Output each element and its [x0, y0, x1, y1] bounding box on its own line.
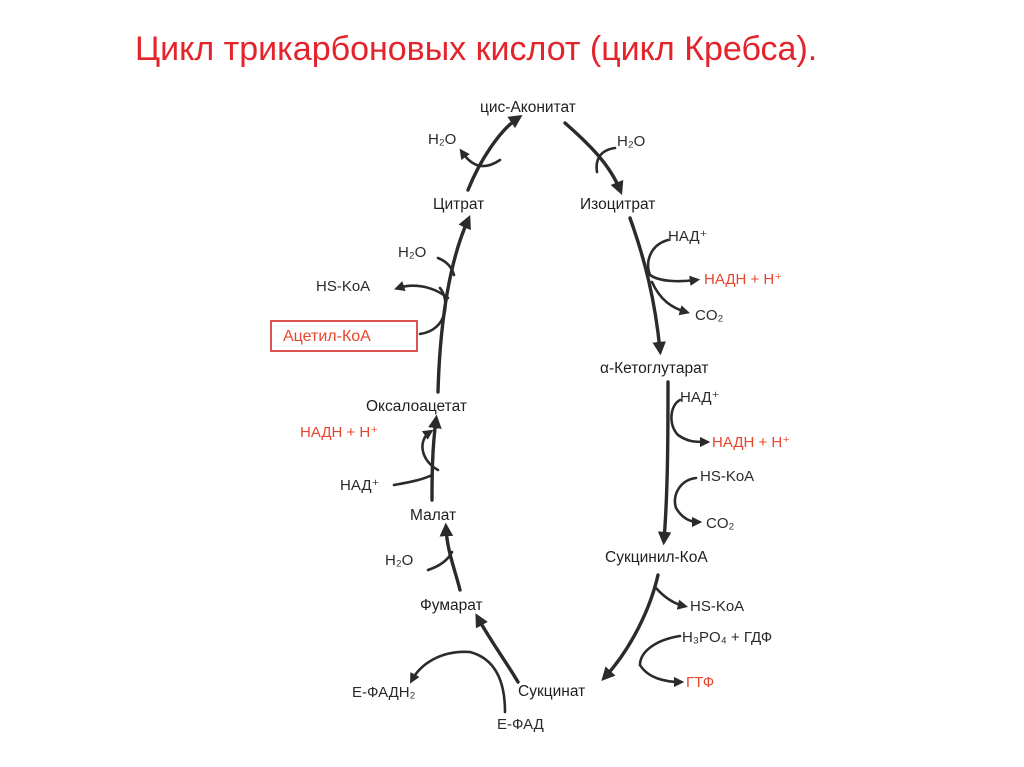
alpha-ketoglutarate-label: α-Кетоглутарат	[600, 360, 709, 377]
nadh-label-3: НАДН + Н⁺	[300, 424, 379, 441]
branch-h2o-out-1	[459, 148, 502, 168]
branch-co2-out-2	[674, 506, 703, 528]
citrate-label: Цитрат	[433, 196, 485, 213]
malate-label: Малат	[410, 507, 457, 524]
fumarate-label: Фумарат	[420, 597, 483, 614]
branch-nad-in-3	[392, 473, 434, 487]
h3po4-gdf-label: H₃PO₄ + ГДФ	[682, 629, 773, 646]
arrow-isocitrate-to-ketoglutarate	[628, 216, 666, 356]
branch-hskoa-in-2	[673, 476, 698, 510]
arrow-oxaloacetate-to-citrate	[436, 215, 471, 394]
oxaloacetate-label: Оксалоацетат	[366, 398, 467, 415]
branch-co2-out-1	[650, 280, 690, 316]
branch-gdf-in	[638, 634, 682, 667]
branch-nadh-out-1	[648, 273, 701, 286]
co2-label-2: CO₂	[706, 515, 735, 532]
h2o-label-1: H₂O	[428, 131, 457, 148]
branch-nad-in-2	[670, 398, 682, 437]
branch-h2o-in-2	[595, 146, 617, 174]
branch-hskoa-out-3	[654, 586, 689, 610]
branch-nadh-out-3	[421, 429, 440, 472]
branch-h2o-in-3	[436, 256, 456, 277]
h2o-label-3: H₂O	[398, 244, 427, 261]
succinyl-coa-label: Сукцинил-КоА	[605, 549, 708, 566]
co2-label-1: CO₂	[695, 307, 724, 324]
cis-aconitate-label: цис-Аконитат	[480, 99, 576, 116]
branch-fad-in	[468, 650, 507, 714]
hs-koa-label-1: HS-KoA	[316, 278, 371, 295]
arrow-fumarate-to-malate	[439, 522, 462, 592]
arrow-citrate-to-cisaconitate	[466, 114, 523, 192]
arrow-succinate-to-fumarate	[475, 613, 520, 684]
hs-koa-label-2: HS-KoA	[700, 468, 755, 485]
branch-fadh2-out	[410, 650, 472, 684]
nad-label-2: НАД⁺	[680, 389, 720, 406]
e-fadh2-label: Е-ФАДН₂	[352, 684, 416, 701]
h2o-label-4: H₂O	[385, 552, 414, 569]
branch-h2o-in-4	[426, 550, 454, 572]
hs-koa-label-3: HS-KoA	[690, 598, 745, 615]
nadh-label-2: НАДН + Н⁺	[712, 434, 791, 451]
acetyl-coa-label: Ацетил-КоА	[283, 328, 371, 345]
branch-hskoa-out-1	[394, 281, 450, 300]
e-fad-label: Е-ФАД	[497, 716, 544, 733]
branch-nad-in-1	[646, 238, 670, 277]
nad-label-1: НАД⁺	[668, 228, 708, 245]
acetyl-coa-box	[270, 320, 418, 352]
arrow-malate-to-oxaloacetate	[428, 414, 442, 502]
succinate-label: Сукцинат	[518, 683, 586, 700]
branch-nadh-out-2	[676, 433, 711, 448]
gtf-label: ГТФ	[686, 674, 715, 691]
arrow-ketoglutarate-to-succinylcoa	[657, 380, 672, 546]
nad-label-3: НАД⁺	[340, 477, 380, 494]
nadh-label-1: НАДН + Н⁺	[704, 271, 783, 288]
isocitrate-label: Изоцитрат	[580, 196, 656, 213]
arrow-succinylcoa-to-succinate	[601, 573, 660, 681]
branch-acetylcoa-in	[418, 286, 447, 336]
branch-gtf-out	[638, 663, 685, 688]
diagram-title: Цикл трикарбоновых кислот (цикл Кребса).	[135, 30, 818, 68]
h2o-label-2: H₂O	[617, 133, 646, 150]
arrow-cisaconitate-to-isocitrate	[563, 121, 624, 196]
